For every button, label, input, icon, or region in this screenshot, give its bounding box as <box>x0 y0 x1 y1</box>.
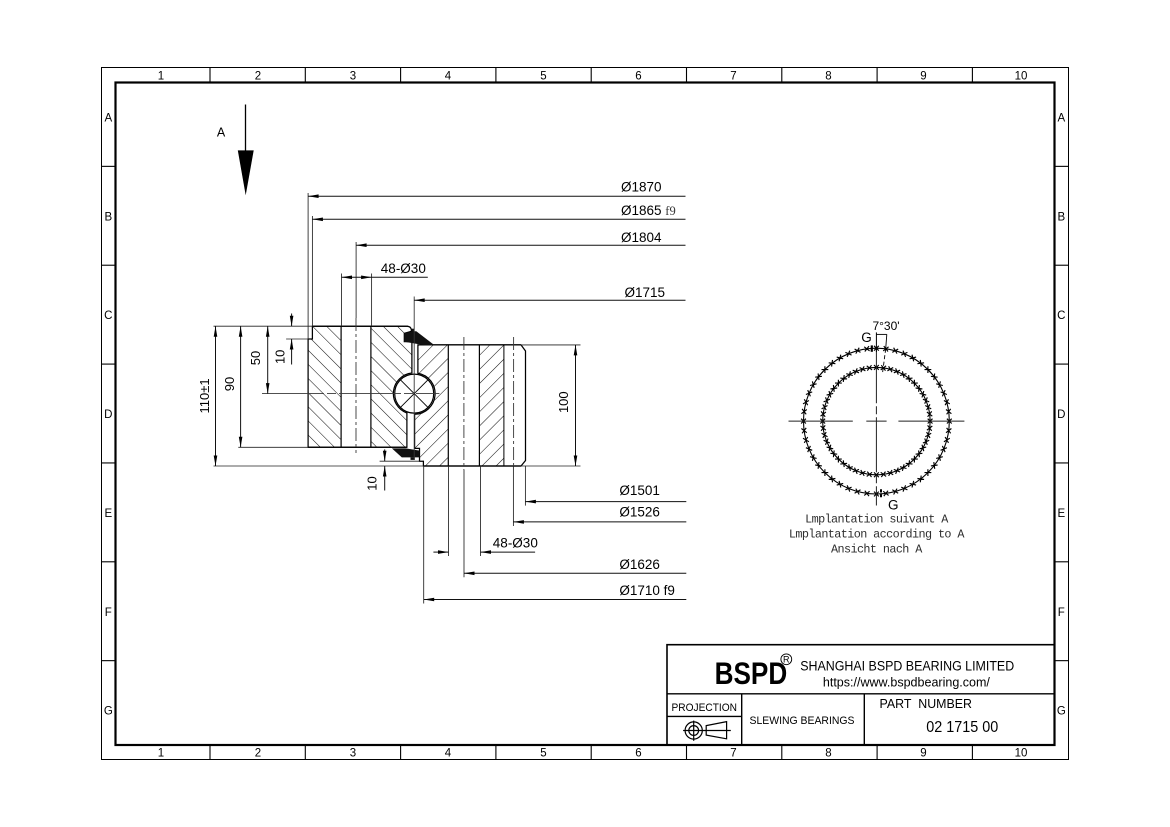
svg-text:B: B <box>1057 211 1065 223</box>
svg-text:4: 4 <box>445 748 452 760</box>
svg-text:10: 10 <box>1015 71 1028 83</box>
svg-text:90: 90 <box>222 377 237 391</box>
svg-text:8: 8 <box>825 748 831 760</box>
svg-text:7: 7 <box>730 748 736 760</box>
svg-text:Ø1865: Ø1865 <box>621 203 662 218</box>
svg-text:Ø1804: Ø1804 <box>621 230 662 245</box>
svg-text:Ø1626: Ø1626 <box>619 557 660 572</box>
svg-text:C: C <box>104 310 112 322</box>
svg-text:Ø1715: Ø1715 <box>625 285 666 300</box>
svg-text:Lmplantation according to A: Lmplantation according to A <box>789 528 965 542</box>
svg-text:E: E <box>1057 508 1065 520</box>
svg-text:10: 10 <box>1015 748 1028 760</box>
svg-text:SLEWING BEARINGS: SLEWING BEARINGS <box>750 715 855 727</box>
svg-text:R: R <box>783 655 790 665</box>
svg-text:C: C <box>1057 310 1065 322</box>
svg-text:Ø1501: Ø1501 <box>619 483 660 498</box>
svg-text:5: 5 <box>540 748 546 760</box>
svg-text:6: 6 <box>635 748 641 760</box>
svg-text:D: D <box>104 409 112 421</box>
svg-text:G: G <box>1057 706 1066 718</box>
svg-text:48-Ø30: 48-Ø30 <box>493 535 538 550</box>
svg-text:8: 8 <box>825 71 831 83</box>
svg-text:Ø1710 f9: Ø1710 f9 <box>619 583 675 598</box>
svg-text:5: 5 <box>540 71 546 83</box>
svg-text:2: 2 <box>255 748 261 760</box>
svg-text:10: 10 <box>365 476 380 490</box>
svg-text:D: D <box>1057 409 1065 421</box>
svg-text:PROJECTION: PROJECTION <box>672 702 738 714</box>
svg-text:Ø1870: Ø1870 <box>621 180 662 195</box>
svg-text:PART NUMBER: PART NUMBER <box>880 697 973 711</box>
svg-text:F: F <box>105 607 112 619</box>
svg-text:6: 6 <box>635 71 641 83</box>
svg-text:4: 4 <box>445 71 452 83</box>
svg-text:SHANGHAI BSPD BEARING LIMITED: SHANGHAI BSPD BEARING LIMITED <box>800 658 1014 674</box>
svg-text:Ansicht nach A: Ansicht nach A <box>831 543 923 557</box>
svg-text:Lmplantation suivant A: Lmplantation suivant A <box>805 512 949 526</box>
svg-text:G: G <box>888 497 899 512</box>
svg-text:BSPD: BSPD <box>715 657 788 692</box>
svg-text:7: 7 <box>730 71 736 83</box>
svg-text:9: 9 <box>920 71 926 83</box>
svg-text:3: 3 <box>350 748 356 760</box>
svg-text:100: 100 <box>556 391 571 413</box>
svg-text:f9: f9 <box>665 204 675 218</box>
svg-text:02 1715 00: 02 1715 00 <box>926 719 998 736</box>
svg-text:https://www.bspdbearing.com/: https://www.bspdbearing.com/ <box>823 674 990 689</box>
svg-text:50: 50 <box>248 351 263 365</box>
svg-text:B: B <box>104 211 112 223</box>
svg-text:G: G <box>861 330 872 345</box>
svg-text:E: E <box>104 508 112 520</box>
svg-text:110±1: 110±1 <box>197 378 212 413</box>
svg-text:2: 2 <box>255 71 261 83</box>
svg-text:9: 9 <box>920 748 926 760</box>
svg-text:3: 3 <box>350 71 356 83</box>
svg-text:Ø1526: Ø1526 <box>619 505 660 520</box>
svg-text:A: A <box>1057 112 1065 124</box>
svg-text:G: G <box>104 706 113 718</box>
svg-text:A: A <box>104 112 112 124</box>
svg-text:F: F <box>1058 607 1065 619</box>
svg-text:1: 1 <box>158 71 164 83</box>
svg-text:A: A <box>217 126 226 140</box>
svg-text:10: 10 <box>272 350 287 364</box>
svg-text:48-Ø30: 48-Ø30 <box>381 261 426 276</box>
svg-text:7°30': 7°30' <box>872 319 899 333</box>
svg-text:1: 1 <box>158 748 164 760</box>
